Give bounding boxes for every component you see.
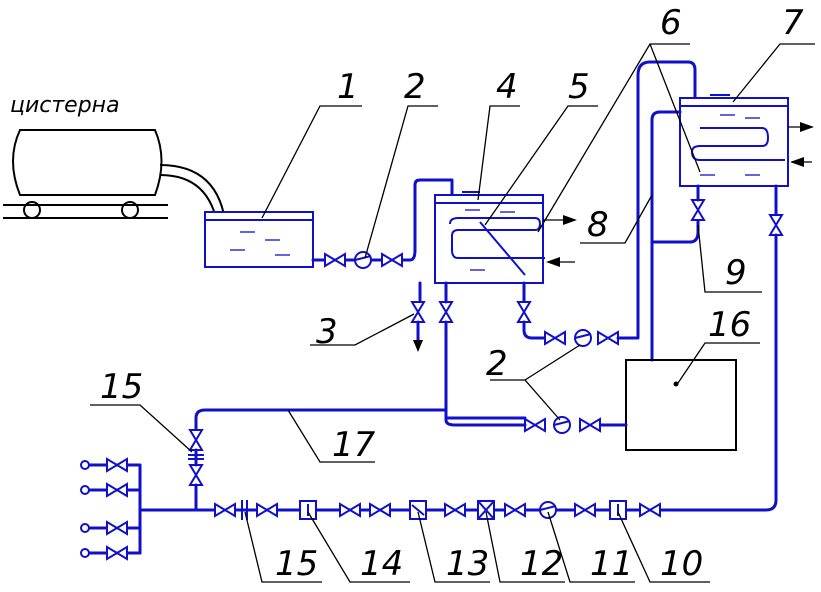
label-11: 11 — [590, 544, 633, 584]
label-1: 1 — [337, 67, 359, 107]
label-12: 12 — [520, 544, 563, 584]
label-6: 6 — [660, 3, 682, 43]
label-9: 9 — [725, 253, 747, 293]
label-8: 8 — [587, 205, 609, 245]
label-3: 3 — [316, 312, 338, 352]
label-13: 13 — [446, 544, 489, 584]
label-5: 5 — [568, 67, 590, 107]
label-15-bottom: 15 — [275, 544, 318, 584]
label-2-bottom: 2 — [486, 344, 508, 384]
unit-16 — [625, 359, 737, 451]
receiving-tank-1 — [204, 211, 314, 268]
label-2-top: 2 — [404, 67, 426, 107]
label-15-top: 15 — [100, 367, 143, 407]
label-16: 16 — [708, 305, 751, 345]
leader-lines — [90, 43, 815, 583]
heater-tank-7 — [679, 94, 789, 187]
heater-tank-4 — [434, 191, 545, 284]
label-17: 17 — [332, 425, 376, 465]
label-14: 14 — [360, 544, 403, 584]
label-10: 10 — [660, 544, 703, 584]
tank-label: цистерна — [10, 93, 120, 118]
label-7: 7 — [782, 3, 804, 43]
tank-wagon — [3, 129, 227, 229]
label-4: 4 — [496, 67, 518, 107]
